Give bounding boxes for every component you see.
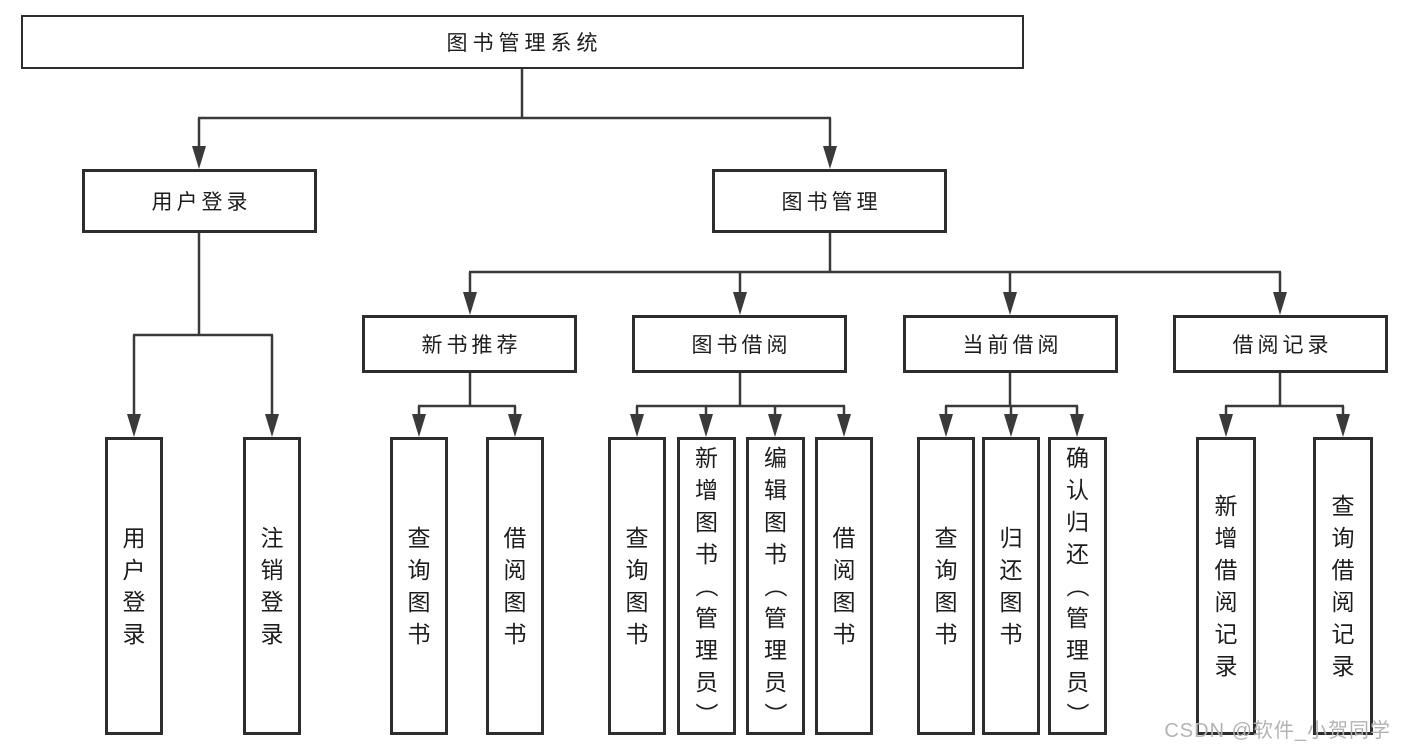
leaf-user-login: 用户登录 [105, 437, 163, 735]
leaf-bb-query-books: 查询图书 [608, 437, 666, 735]
node-book-borrowing: 图书借阅 [632, 315, 847, 373]
leaf-bb-query-books-label: 查询图书 [625, 524, 649, 647]
leaf-cb-return-books-label: 归还图书 [999, 524, 1023, 647]
leaf-bb-edit-books-admin-label: 编辑图书（管理员） [763, 444, 789, 726]
node-branch-book-management: 图书管理 [712, 169, 947, 233]
node-borrowing-records-label: 借阅记录 [1232, 334, 1333, 357]
csdn-watermark: CSDN @软件_小贺同学 [1164, 720, 1391, 742]
leaf-logout: 注销登录 [243, 437, 301, 735]
node-current-borrowing: 当前借阅 [903, 315, 1118, 373]
arrowheads [127, 146, 1350, 437]
leaf-cb-confirm-return-admin: 确认归还（管理员） [1048, 437, 1107, 735]
leaf-bb-edit-books-admin: 编辑图书（管理员） [746, 437, 805, 735]
node-book-borrowing-label: 图书借阅 [691, 334, 792, 357]
leaf-bb-add-books-admin: 新增图书（管理员） [677, 437, 736, 735]
leaf-bb-add-books-admin-label: 新增图书（管理员） [694, 444, 720, 726]
leaf-br-query-record-label: 查询借阅记录 [1331, 492, 1355, 679]
node-branch-user-login-label: 用户登录 [151, 191, 252, 214]
node-new-book-recommend: 新书推荐 [362, 315, 577, 373]
leaf-nbr-query-books-label: 查询图书 [407, 524, 431, 647]
leaf-br-add-record-label: 新增借阅记录 [1214, 492, 1238, 679]
node-current-borrowing-label: 当前借阅 [962, 334, 1063, 357]
leaf-cb-query-books: 查询图书 [917, 437, 975, 735]
leaf-logout-label: 注销登录 [260, 524, 284, 647]
leaf-user-login-label: 用户登录 [122, 524, 146, 647]
leaf-bb-borrow-books-label: 借阅图书 [832, 524, 856, 647]
leaf-cb-query-books-label: 查询图书 [934, 524, 958, 647]
leaf-nbr-borrow-books-label: 借阅图书 [503, 524, 527, 647]
node-root-label: 图书管理系统 [446, 32, 603, 55]
leaf-cb-confirm-return-admin-label: 确认归还（管理员） [1065, 444, 1091, 726]
leaf-bb-borrow-books: 借阅图书 [815, 437, 873, 735]
node-new-book-recommend-label: 新书推荐 [421, 334, 522, 357]
node-branch-user-login: 用户登录 [82, 169, 317, 233]
node-borrowing-records: 借阅记录 [1173, 315, 1388, 373]
node-branch-book-management-label: 图书管理 [781, 191, 882, 214]
node-root-library-management-system: 图书管理系统 [21, 15, 1024, 69]
leaf-nbr-borrow-books: 借阅图书 [486, 437, 544, 735]
leaf-br-add-record: 新增借阅记录 [1196, 437, 1256, 735]
leaf-br-query-record: 查询借阅记录 [1313, 437, 1373, 735]
leaf-nbr-query-books: 查询图书 [390, 437, 448, 735]
leaf-cb-return-books: 归还图书 [982, 437, 1040, 735]
